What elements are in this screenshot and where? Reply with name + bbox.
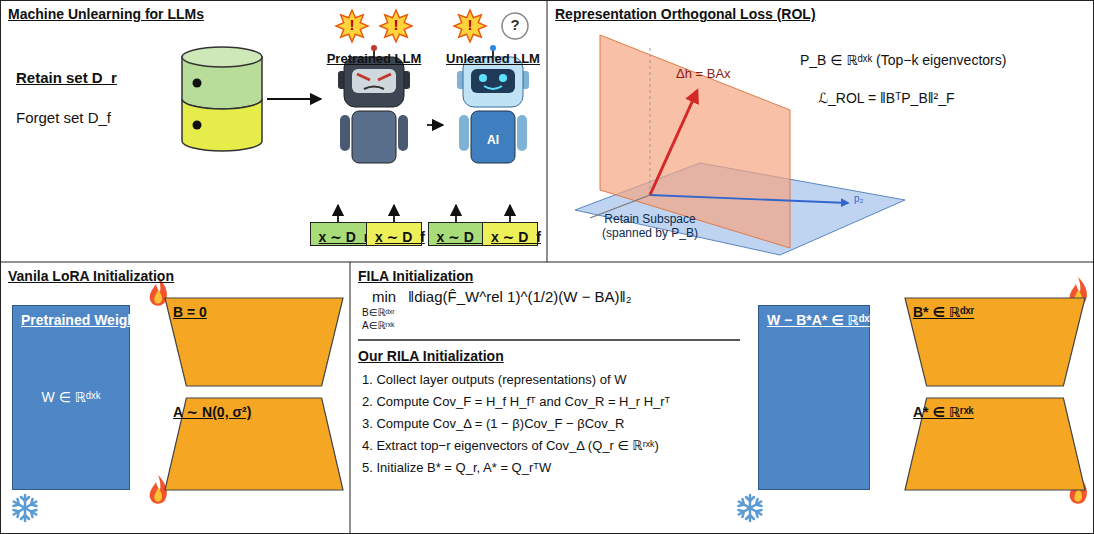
arrow-connector bbox=[455, 205, 457, 222]
node-text: x ∼ D_f bbox=[375, 229, 425, 245]
node-text: Retain set D_r bbox=[16, 69, 117, 86]
robot-chest-text: AI bbox=[473, 133, 513, 147]
node-text: Pretrained Weight bbox=[21, 312, 141, 330]
node-text: Pretrained LLM bbox=[321, 51, 427, 205]
arrow-connector bbox=[267, 98, 321, 100]
lora-factor-trapezoid: B* ∈ ℝᵈˣʳ bbox=[905, 298, 1085, 386]
node-text: Representation Orthogonal Loss (ROL) bbox=[555, 6, 816, 22]
input-sample-box: x ∼ D_f bbox=[482, 222, 538, 246]
llm-robot: Unlearned LLM bbox=[443, 45, 543, 205]
llm-robot: Pretrained LLM bbox=[321, 45, 427, 205]
input-sample-box: x ∼ D_r bbox=[310, 222, 367, 246]
node-text: A* ∈ ℝʳˣᵏ bbox=[913, 404, 974, 420]
alert-mark: ! bbox=[386, 16, 406, 34]
node-text: B = 0 bbox=[173, 304, 207, 320]
node-text: x ∼ D_r bbox=[437, 229, 488, 245]
section-heading: Our RILA Initialization bbox=[358, 348, 504, 365]
node-text: x ∼ D_r bbox=[319, 229, 370, 245]
formula-subscript: A∈ℝʳˣᵏ bbox=[362, 320, 394, 332]
node-text: Forget set D_f bbox=[16, 109, 111, 126]
panel: Vanila LoRA InitializationPretrained Wei… bbox=[0, 262, 350, 534]
step-text: 3. Compute Cov_Δ = (1 − β)Cov_F − βCov_R bbox=[362, 416, 624, 432]
arrow-connector bbox=[337, 205, 339, 222]
database-figure bbox=[177, 45, 267, 153]
arrow-connector bbox=[393, 205, 395, 222]
loss-formula: ℒ_ROL = ‖BᵀP_B‖²_F bbox=[818, 90, 955, 107]
alert-mark: ! bbox=[342, 16, 362, 34]
node-text: FILA Initialization bbox=[358, 268, 473, 284]
alert-mark: ! bbox=[460, 16, 480, 34]
node-text: B* ∈ ℝᵈˣʳ bbox=[913, 304, 974, 320]
input-sample-box: x ∼ D_f bbox=[366, 222, 422, 246]
lora-factor-trapezoid: A ∼ N(0, σ²) bbox=[165, 398, 343, 490]
lora-factor-trapezoid: A* ∈ ℝʳˣᵏ bbox=[905, 398, 1085, 490]
axis-label: p₂ bbox=[854, 193, 863, 205]
weight-matrix-box: W − B*A* ∈ ℝᵈˣᵏ bbox=[758, 305, 870, 490]
subspace-label: Retain Subspace (spanned by P_B) bbox=[585, 212, 715, 241]
step-text: 4. Extract top−r eigenvectors of Cov_Δ (… bbox=[362, 438, 659, 454]
panel: Machine Unlearning for LLMsRetain set D_… bbox=[0, 0, 547, 262]
step-text: 5. Initialize B* = Q_r, A* = Q_rᵀW bbox=[362, 460, 551, 476]
formula-label: P_B ∈ ℝᵈˣᵏ (Top−k eigenvectors) bbox=[800, 52, 1006, 69]
formula-min: min bbox=[372, 288, 396, 306]
step-text: 2. Compute Cov_F = H_f H_fᵀ and Cov_R = … bbox=[362, 394, 670, 410]
database-cylinder: Retain set D_rForget set D_f bbox=[12, 45, 267, 153]
arrow-connector bbox=[427, 124, 443, 126]
arrow-connector bbox=[509, 205, 511, 222]
node-text: x ∼ D_f bbox=[491, 229, 541, 245]
weight-matrix-box: Pretrained WeightW ∈ ℝᵈˣᵏ bbox=[12, 305, 130, 490]
vector-label: Δh = BAx bbox=[676, 66, 731, 82]
input-sample-box: x ∼ D_r bbox=[428, 222, 485, 246]
node-text: Machine Unlearning for LLMs bbox=[8, 6, 204, 22]
node-text: Vanila LoRA Initialization bbox=[8, 268, 174, 284]
question-mark: ? bbox=[505, 16, 525, 34]
node-text: Unlearned LLM bbox=[443, 51, 543, 205]
lora-factor-trapezoid: B = 0 bbox=[165, 298, 343, 386]
node-text: A ∼ N(0, σ²) bbox=[173, 404, 251, 420]
node-text: W − B*A* ∈ ℝᵈˣᵏ bbox=[767, 312, 874, 330]
step-text: 1. Collect layer outputs (representation… bbox=[362, 372, 626, 388]
node-text: W ∈ ℝᵈˣᵏ bbox=[42, 389, 101, 407]
fila-formula: ‖diag(F̂_W^rel 1)^(1/2)(W − BA)‖₂ bbox=[408, 288, 632, 306]
formula-subscript: B∈ℝᵈˣʳ bbox=[362, 307, 395, 319]
